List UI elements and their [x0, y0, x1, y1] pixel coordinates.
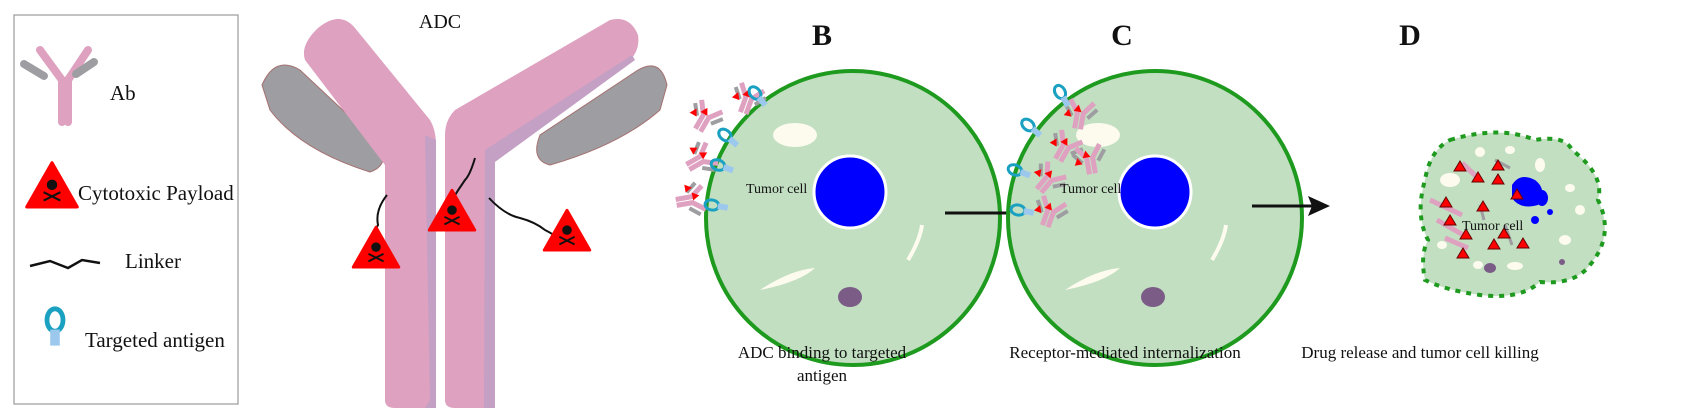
caption-c: Receptor-mediated internalization	[1009, 343, 1241, 362]
cell-label-c: Tumor cell	[1060, 182, 1121, 197]
caption-d: Drug release and tumor cell killing	[1301, 343, 1539, 362]
legend-box: Ab Cytotoxic Payload Linker Targeted ant…	[13, 14, 239, 405]
arrow-c-to-d	[1252, 196, 1330, 216]
legend-label-ab: Ab	[110, 81, 136, 105]
caption-b-line2: antigen	[797, 366, 848, 385]
adc-title: ADC	[419, 11, 461, 33]
payload-icon	[542, 208, 592, 252]
dying-tumor-cell-d: Tumor cell	[1418, 130, 1607, 299]
panel-d-letter: D	[1399, 19, 1421, 52]
tumor-cell-b: Tumor cell	[673, 69, 1002, 367]
antibody-icon	[20, 46, 98, 126]
linker-line-icon	[29, 258, 101, 270]
tumor-cell-c: Tumor cell	[1005, 69, 1304, 367]
caption-b-line1: ADC binding to targeted	[738, 343, 907, 362]
adc-antibody	[261, 19, 668, 408]
panel-b-letter: B	[812, 19, 832, 52]
legend-label-payload: Cytotoxic Payload	[78, 181, 234, 205]
legend-label-antigen: Targeted antigen	[85, 328, 225, 352]
legend-label-linker: Linker	[125, 249, 181, 273]
panel-c-letter: C	[1111, 19, 1133, 52]
cell-label-b: Tumor cell	[746, 182, 807, 197]
cell-label-d: Tumor cell	[1462, 219, 1523, 234]
